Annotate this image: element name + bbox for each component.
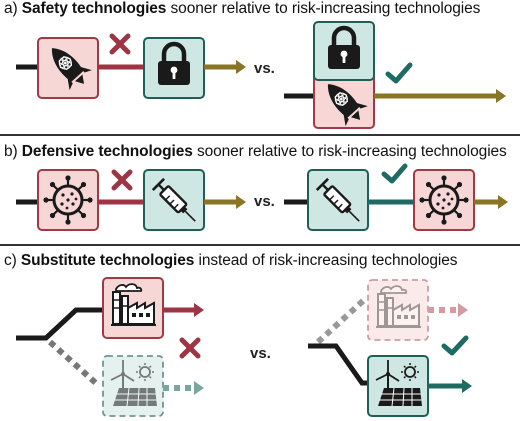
panel-a: vs. [16, 21, 506, 131]
vs-label: vs. [254, 60, 275, 77]
cross-mark-icon [109, 33, 131, 55]
virus-icon [41, 173, 95, 227]
arrow-head [194, 381, 204, 395]
heading-b-highlight: Defensive technologies [21, 143, 193, 160]
divider-1 [0, 134, 520, 136]
heading-c: c) Substitute technologies instead of ri… [4, 252, 458, 270]
check-mark-icon [441, 335, 469, 356]
arrow-head [498, 195, 508, 209]
faded-branch-risk-path [315, 297, 367, 345]
vs-label: vs. [254, 193, 275, 210]
branch-substitute-path [47, 339, 101, 388]
safe-box-solar [367, 355, 429, 417]
panel-b: vs. [16, 163, 508, 231]
heading-b-rest: sooner relative to risk-increasing techn… [192, 143, 507, 160]
vs-label: vs. [250, 345, 271, 362]
arrow-head [236, 195, 246, 209]
heading-a-rest: sooner relative to risk-increasing techn… [166, 0, 481, 17]
check-mark-icon [385, 62, 413, 84]
heading-a-prefix: a) [4, 0, 22, 17]
check-mark-icon [381, 163, 408, 184]
divider-2 [0, 244, 520, 246]
virus-icon [417, 173, 471, 227]
arrow-head [458, 303, 468, 317]
heading-c-highlight: Substitute technologies [20, 252, 195, 269]
cross-mark-icon [179, 337, 201, 359]
arrow-head [496, 89, 506, 103]
panel-c: vs. [16, 277, 472, 417]
heading-c-prefix: c) [4, 252, 21, 269]
heading-b-prefix: b) [4, 143, 22, 160]
arrow-head [194, 303, 204, 317]
branch-substitute-path [308, 343, 368, 386]
cross-mark-icon [111, 169, 133, 191]
branch-risk-path [16, 307, 103, 341]
heading-a-highlight: Safety technologies [21, 0, 167, 17]
heading-a: a) Safety technologies sooner relative t… [4, 0, 480, 18]
faded-safe-box-solar [102, 355, 164, 417]
heading-b: b) Defensive technologies sooner relativ… [4, 143, 507, 161]
arrow-head [462, 379, 472, 393]
arrow-head [236, 60, 246, 74]
heading-c-rest: instead of risk-increasing technologies [194, 252, 458, 269]
